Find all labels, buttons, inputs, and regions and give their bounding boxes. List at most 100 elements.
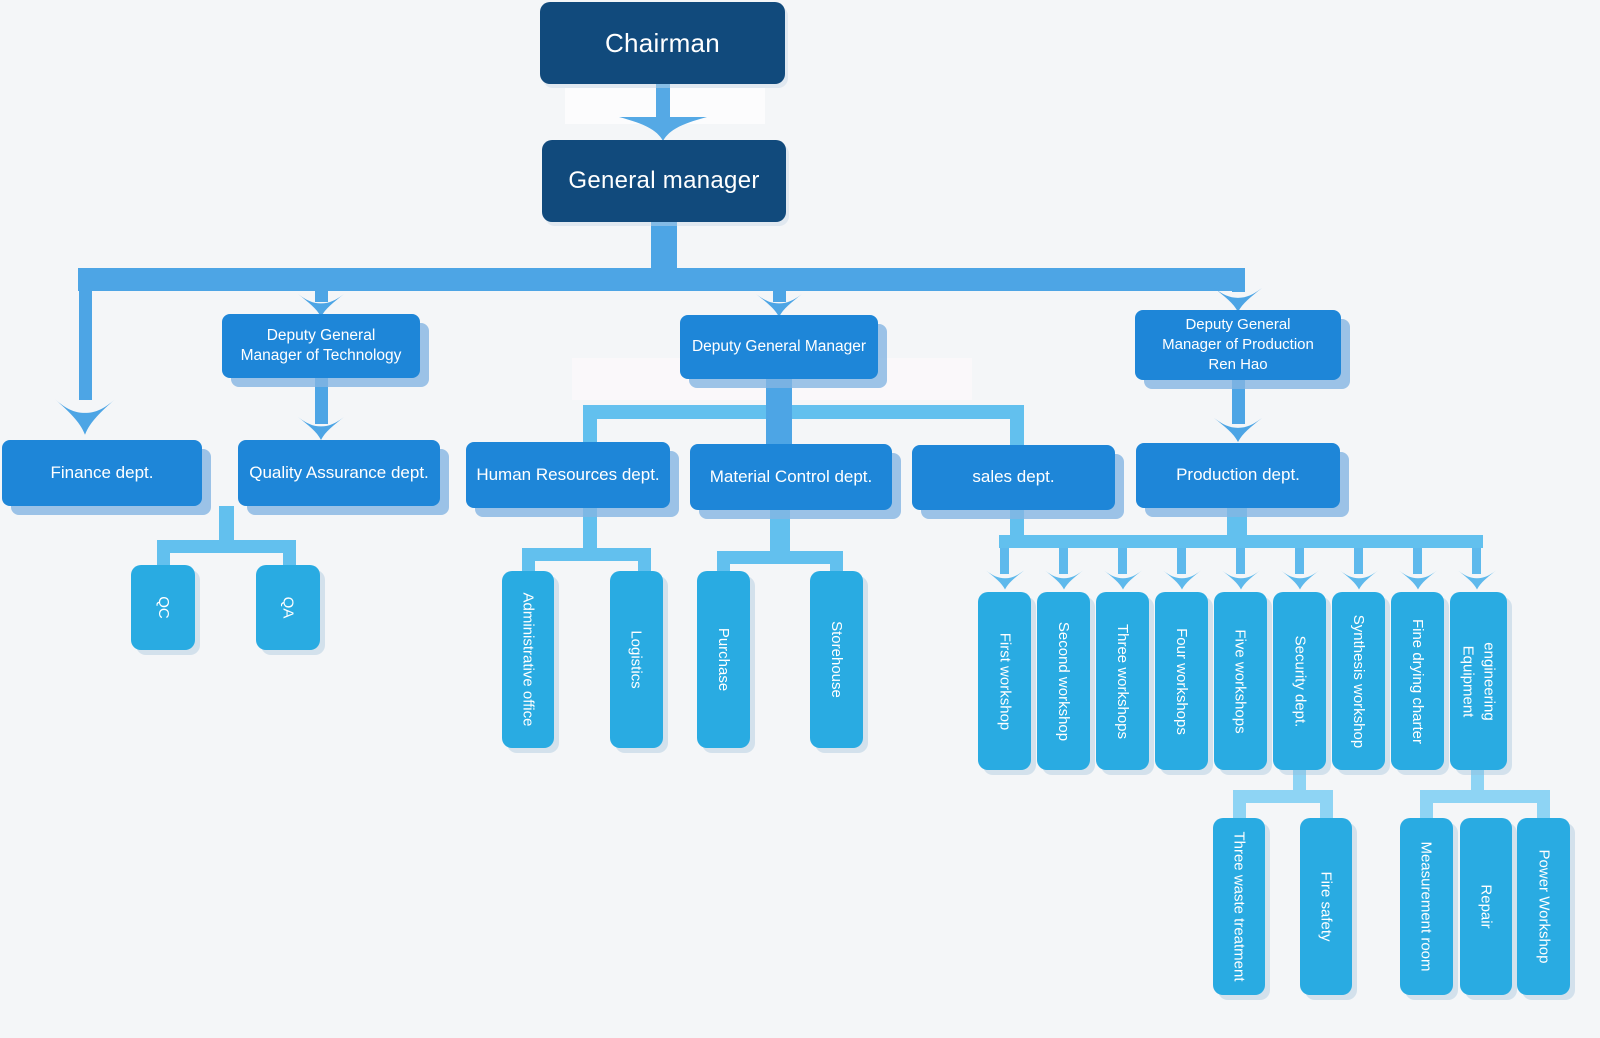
- node-label: Deputy General Manager of Technology: [240, 326, 402, 364]
- node-general-manager: General manager: [542, 140, 786, 222]
- node-logistics: Logistics: [610, 571, 663, 748]
- node-label: Fire safety: [1317, 871, 1335, 942]
- connector-drop-finance: [79, 280, 92, 400]
- node-label: Chairman: [604, 27, 721, 58]
- arrowhead-dgm: [756, 294, 802, 317]
- node-fire-safety: Fire safety: [1300, 818, 1352, 995]
- node-dgm: Deputy General Manager: [680, 315, 878, 379]
- arrowhead-qa-dept: [298, 417, 344, 440]
- node-qc: QC: [131, 565, 195, 650]
- node-chairman: Chairman: [540, 2, 785, 84]
- node-human-resources-dept: Human Resources dept.: [466, 442, 670, 508]
- connector-prod-deputy-dept: [1232, 378, 1245, 424]
- node-label: General manager: [568, 167, 760, 195]
- arrowhead-finance: [55, 392, 115, 442]
- arrowhead-fine-drying-charter: [1398, 570, 1437, 590]
- connector-mc-bar: [717, 551, 843, 564]
- connector-drop-dgm-prod: [1232, 280, 1245, 292]
- node-five-workshops: Five workshops: [1214, 592, 1267, 770]
- node-repair: Repair: [1460, 818, 1512, 995]
- node-label: QC: [154, 596, 172, 619]
- connector-drop-second-workshop: [1059, 548, 1068, 574]
- connector-drop-power: [1537, 790, 1550, 822]
- node-label: Logistics: [628, 630, 646, 689]
- node-label: Four workshops: [1173, 627, 1190, 735]
- node-three-waste-treatment: Three waste treatment: [1213, 818, 1265, 995]
- node-label: Security dept.: [1291, 635, 1308, 727]
- connector-security-bar: [1233, 790, 1333, 803]
- connector-drop-first-workshop: [1000, 548, 1009, 574]
- node-label: Second workshop: [1055, 621, 1072, 741]
- node-storehouse: Storehouse: [810, 571, 863, 748]
- node-label: QA: [279, 596, 297, 619]
- connector-qa-bar: [157, 540, 296, 553]
- connector-drop-three-waste: [1233, 790, 1246, 822]
- connector-drop-qc: [157, 540, 170, 567]
- connector-main-bar: [78, 268, 1245, 291]
- node-purchase: Purchase: [697, 571, 750, 748]
- connector-drop-equipment-engineering: [1472, 548, 1481, 574]
- node-quality-assurance-dept: Quality Assurance dept.: [238, 440, 440, 506]
- connector-drop-four-workshops: [1177, 548, 1186, 574]
- node-label: Synthesis workshop: [1350, 614, 1367, 748]
- connector-drop-three-workshops: [1118, 548, 1127, 574]
- node-dgm-technology: Deputy General Manager of Technology: [222, 314, 420, 378]
- node-synthesis-workshop: Synthesis workshop: [1332, 592, 1385, 770]
- connector-dgm-bracket-center: [766, 377, 792, 447]
- node-label: Human Resources dept.: [476, 464, 660, 484]
- node-label: Production dept.: [1176, 465, 1300, 485]
- connector-drop-admin: [522, 548, 535, 573]
- node-measurement-room: Measurement room: [1400, 818, 1453, 995]
- arrowhead-five-workshops: [1221, 570, 1260, 590]
- node-first-workshop: First workshop: [978, 592, 1031, 770]
- node-finance-dept: Finance dept.: [2, 440, 202, 506]
- node-security: Security dept.: [1273, 592, 1326, 770]
- node-second-workshop: Second workshop: [1037, 592, 1090, 770]
- node-administrative-office: Administrative office: [502, 571, 554, 748]
- node-sales-dept: sales dept.: [912, 445, 1115, 510]
- connector-drop-dgm-tech: [315, 280, 328, 302]
- connector-tech-qa: [315, 376, 328, 424]
- node-label: Purchase: [715, 627, 732, 692]
- connector-drop-five-workshops: [1236, 548, 1245, 574]
- arrowhead-dgm-prod: [1213, 288, 1263, 312]
- connector-drop-synthesis-workshop: [1354, 548, 1363, 574]
- arrowhead-four-workshops: [1162, 570, 1201, 590]
- node-label: Measurement room: [1418, 841, 1435, 972]
- node-four-workshops: Four workshops: [1155, 592, 1208, 770]
- connector-hr-bar: [522, 548, 651, 561]
- connector-chairman-gm: [656, 84, 670, 122]
- node-label: Finance dept.: [50, 462, 154, 482]
- node-label: Deputy General Manager: [691, 337, 867, 355]
- connector-drop-measurement: [1420, 790, 1433, 822]
- node-label: Three waste treatment: [1230, 831, 1248, 982]
- arrowhead-gm: [619, 117, 707, 141]
- connector-drop-purchase: [717, 551, 730, 573]
- arrowhead-synthesis-workshop: [1339, 570, 1378, 590]
- node-label: Power Workshop: [1535, 849, 1552, 964]
- node-power-workshop: Power Workshop: [1517, 818, 1570, 995]
- arrowhead-production-dept: [1213, 418, 1263, 442]
- node-fine-drying-charter: Fine drying charter: [1391, 592, 1444, 770]
- node-qa: QA: [256, 565, 320, 650]
- node-production-dept: Production dept.: [1136, 443, 1340, 508]
- arrowhead-dgm-tech: [298, 294, 344, 317]
- node-label: Material Control dept.: [709, 466, 873, 486]
- node-material-control-dept: Material Control dept.: [690, 444, 892, 510]
- connector-drop-dgm: [773, 280, 786, 302]
- connector-production-bar: [999, 535, 1483, 548]
- arrowhead-first-workshop: [985, 570, 1024, 590]
- connector-drop-storehouse: [830, 551, 843, 573]
- connector-drop-qa: [283, 540, 296, 567]
- node-label: First workshop: [996, 632, 1013, 730]
- node-label: Fine drying charter: [1409, 618, 1426, 744]
- connector-dgm-bracket-bar: [583, 405, 1024, 419]
- node-label: Storehouse: [828, 621, 846, 698]
- arrowhead-equipment-engineering: [1457, 570, 1496, 590]
- node-label: Repair: [1477, 884, 1495, 929]
- node-label: Deputy General Manager of Production Ren…: [1162, 316, 1314, 373]
- connector-equipment-bar: [1420, 790, 1550, 803]
- node-label: Quality Assurance dept.: [249, 462, 429, 482]
